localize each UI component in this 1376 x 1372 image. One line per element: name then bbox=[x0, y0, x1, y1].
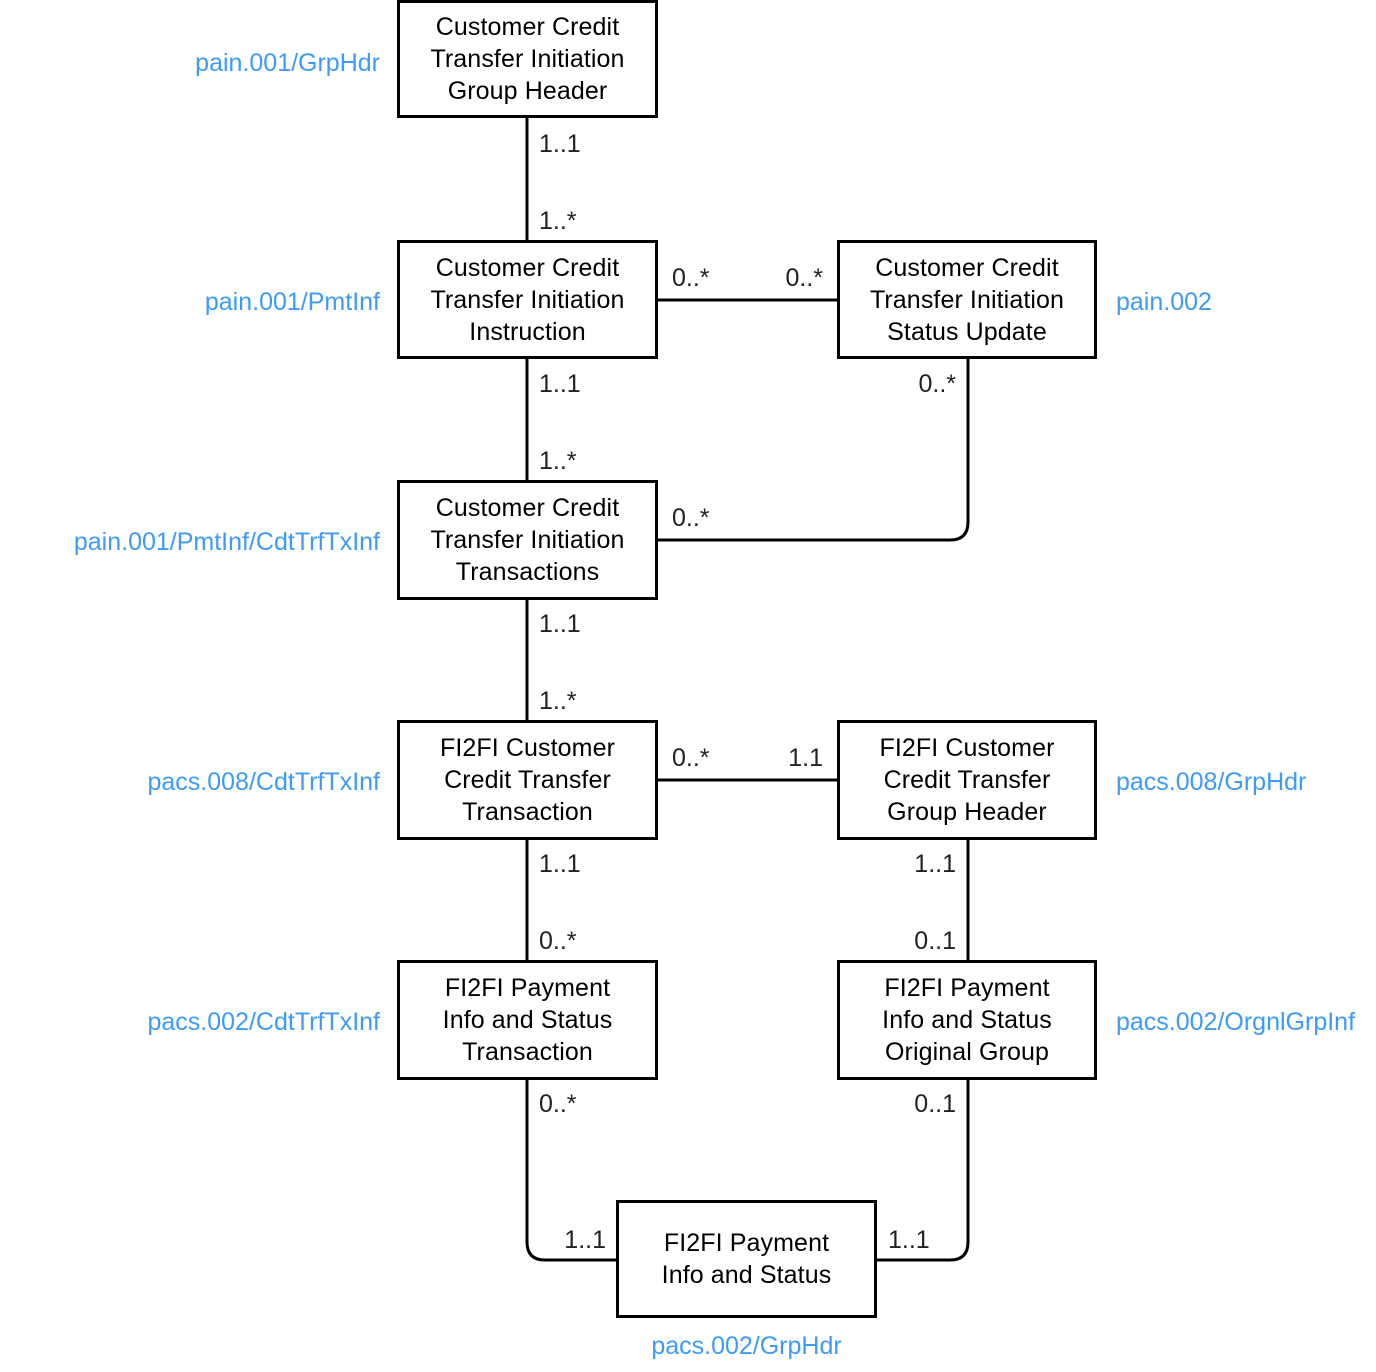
node-fi2fi-payment-info-and-status[interactable]: FI2FI Payment Info and Status bbox=[616, 1200, 877, 1318]
xpath-tag-pacs002-orgnlgrpinf: pacs.002/OrgnlGrpInf bbox=[1116, 1007, 1376, 1037]
node-label: FI2FI Customer Credit Transfer Transacti… bbox=[439, 734, 616, 826]
multiplicity-text: 0..* bbox=[672, 744, 710, 772]
node-customer-credit-transfer-initiation-instruction[interactable]: Customer Credit Transfer Initiation Inst… bbox=[397, 240, 658, 359]
xpath-tag-pain001-grphdr: pain.001/GrpHdr bbox=[17, 48, 380, 78]
multiplicity-transactions-to-pacs008-source: 1..1 bbox=[539, 612, 581, 637]
node-label: FI2FI Payment Info and Status Transactio… bbox=[442, 974, 613, 1066]
xpath-tag-pacs008-cdttrftxinf: pacs.008/CdtTrfTxInf bbox=[17, 767, 381, 797]
node-label: Customer Credit Transfer Initiation Tran… bbox=[430, 494, 625, 586]
multiplicity-pacs008-grphdr-to-orgnl-source: 1..1 bbox=[860, 852, 956, 877]
node-label: FI2FI Customer Credit Transfer Group Hea… bbox=[879, 734, 1055, 826]
multiplicity-text: 1..* bbox=[539, 687, 577, 715]
multiplicity-status-to-transactions-source: 0..* bbox=[860, 372, 956, 397]
multiplicity-pacs008-grphdr-to-orgnl-target: 0..1 bbox=[860, 929, 956, 954]
multiplicity-text: 1..1 bbox=[539, 370, 581, 398]
multiplicity-text: 0..1 bbox=[914, 927, 956, 955]
node-label: Customer Credit Transfer Initiation Grou… bbox=[430, 13, 625, 105]
node-label: FI2FI Payment Info and Status bbox=[661, 1229, 832, 1289]
multiplicity-text: 1..1 bbox=[564, 1226, 606, 1254]
multiplicity-pmtinf-to-status-source: 0..* bbox=[672, 266, 710, 291]
multiplicity-transactions-to-status-target: 0..* bbox=[672, 506, 710, 531]
multiplicity-text: 0..* bbox=[672, 504, 710, 532]
multiplicity-pacs008-txn-to-pacs002-target: 0..* bbox=[539, 929, 577, 954]
multiplicity-pmtinf-to-transactions-target: 1..* bbox=[539, 449, 577, 474]
tag-text: pain.001/PmtInf bbox=[204, 288, 380, 316]
node-fi2fi-customer-credit-transfer-group-header[interactable]: FI2FI Customer Credit Transfer Group Hea… bbox=[837, 720, 1097, 840]
tag-text: pain.001/GrpHdr bbox=[195, 49, 380, 77]
node-customer-credit-transfer-initiation-group-header[interactable]: Customer Credit Transfer Initiation Grou… bbox=[397, 0, 658, 118]
multiplicity-transactions-to-pacs008-target: 1..* bbox=[539, 689, 577, 714]
xpath-tag-pacs002-cdttrftxinf: pacs.002/CdtTrfTxInf bbox=[17, 1007, 381, 1037]
node-customer-credit-transfer-initiation-transactions[interactable]: Customer Credit Transfer Initiation Tran… bbox=[397, 480, 658, 600]
multiplicity-text: 0..* bbox=[785, 264, 823, 292]
multiplicity-pacs002-txn-to-grphdr-target: 1..1 bbox=[506, 1228, 606, 1253]
multiplicity-text: 1..1 bbox=[539, 850, 581, 878]
xpath-tag-pain001-cdttrftxinf: pain.001/PmtInf/CdtTrfTxInf bbox=[17, 527, 380, 557]
tag-text: pacs.002/OrgnlGrpInf bbox=[1116, 1008, 1356, 1036]
node-fi2fi-payment-info-and-status-transaction[interactable]: FI2FI Payment Info and Status Transactio… bbox=[397, 960, 658, 1080]
multiplicity-text: 0..* bbox=[539, 927, 577, 955]
node-label: Customer Credit Transfer Initiation Inst… bbox=[430, 253, 625, 346]
node-label: Customer Credit Transfer Initiation Stat… bbox=[869, 253, 1065, 346]
node-fi2fi-customer-credit-transfer-transaction[interactable]: FI2FI Customer Credit Transfer Transacti… bbox=[397, 720, 658, 840]
multiplicity-pacs002-orgnl-to-grphdr-target: 1..1 bbox=[888, 1228, 930, 1253]
node-fi2fi-payment-info-and-status-original-group[interactable]: FI2FI Payment Info and Status Original G… bbox=[837, 960, 1097, 1080]
node-customer-credit-transfer-initiation-status-update[interactable]: Customer Credit Transfer Initiation Stat… bbox=[837, 240, 1097, 359]
tag-text: pain.001/PmtInf/CdtTrfTxInf bbox=[73, 528, 380, 556]
multiplicity-text: 1..1 bbox=[539, 130, 581, 158]
multiplicity-pacs008-txn-to-grphdr-source: 0..* bbox=[672, 746, 710, 771]
tag-text: pacs.002/GrpHdr bbox=[651, 1332, 842, 1360]
multiplicity-text: 0..* bbox=[539, 1090, 577, 1118]
multiplicity-pacs008-txn-to-pacs002-source: 1..1 bbox=[539, 852, 581, 877]
tag-text: pain.002 bbox=[1116, 288, 1212, 316]
multiplicity-grphdr-to-pmtinf-target: 1..* bbox=[539, 209, 577, 234]
multiplicity-pacs002-txn-to-grphdr-source: 0..* bbox=[539, 1092, 577, 1117]
multiplicity-pacs002-orgnl-to-grphdr-source: 0..1 bbox=[860, 1092, 956, 1117]
xpath-tag-pain001-pmtinf: pain.001/PmtInf bbox=[17, 287, 380, 317]
multiplicity-text: 0..1 bbox=[914, 1090, 956, 1118]
multiplicity-text: 1..* bbox=[539, 207, 577, 235]
multiplicity-text: 0..* bbox=[672, 264, 710, 292]
multiplicity-text: 1..1 bbox=[914, 850, 956, 878]
multiplicity-text: 1..1 bbox=[888, 1226, 930, 1254]
xpath-tag-pain002: pain.002 bbox=[1116, 287, 1376, 317]
multiplicity-text: 1..* bbox=[539, 447, 577, 475]
tag-text: pacs.008/CdtTrfTxInf bbox=[147, 768, 381, 796]
tag-text: pacs.002/CdtTrfTxInf bbox=[147, 1008, 381, 1036]
multiplicity-text: 1.1 bbox=[788, 744, 823, 772]
xpath-tag-pacs002-grphdr: pacs.002/GrpHdr bbox=[616, 1331, 877, 1361]
node-label: FI2FI Payment Info and Status Original G… bbox=[882, 974, 1052, 1066]
multiplicity-pacs008-txn-to-grphdr-target: 1.1 bbox=[727, 746, 823, 771]
multiplicity-grphdr-to-pmtinf-source: 1..1 bbox=[539, 132, 581, 157]
multiplicity-pmtinf-to-status-target: 0..* bbox=[727, 266, 823, 291]
multiplicity-pmtinf-to-transactions-source: 1..1 bbox=[539, 372, 581, 397]
multiplicity-text: 1..1 bbox=[539, 610, 581, 638]
multiplicity-text: 0..* bbox=[918, 370, 956, 398]
xpath-tag-pacs008-grphdr: pacs.008/GrpHdr bbox=[1116, 767, 1376, 797]
tag-text: pacs.008/GrpHdr bbox=[1116, 768, 1307, 796]
